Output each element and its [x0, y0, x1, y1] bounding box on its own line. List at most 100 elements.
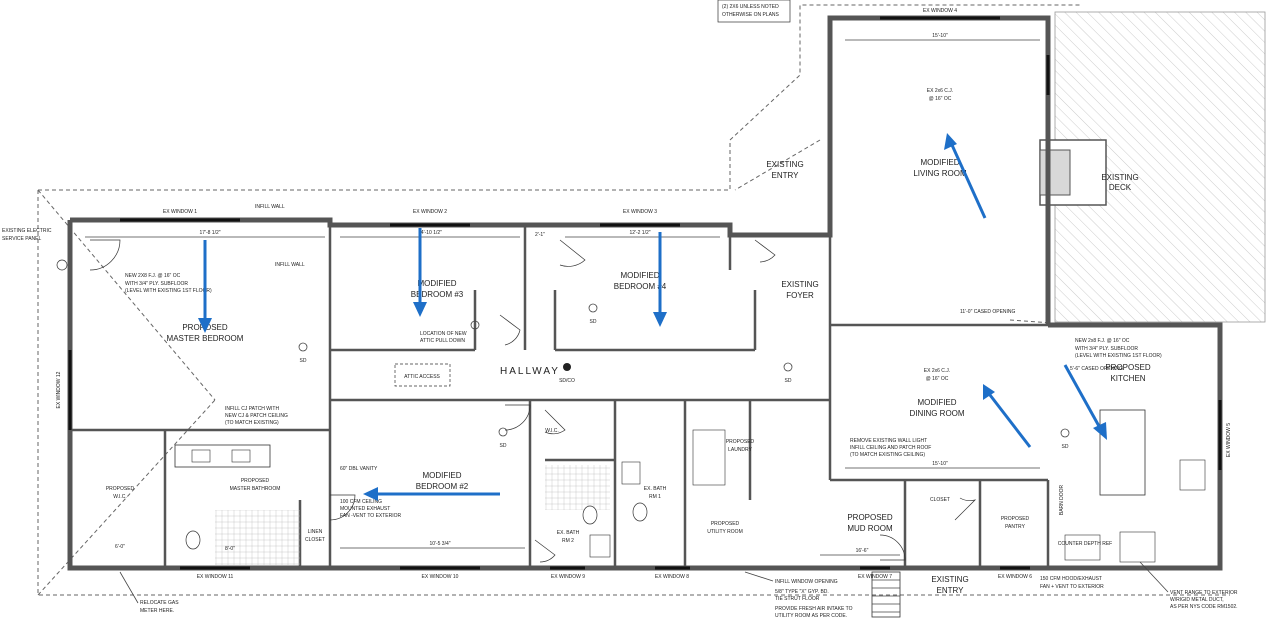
washer-dryer: [692, 429, 726, 486]
label-ex-window-10: EX WINDOW 10: [422, 574, 459, 580]
wic-label-2: W.I.C.: [113, 494, 127, 500]
electric-panel-icon: [56, 259, 68, 271]
kitchen-label-1: PROPOSED: [1105, 363, 1151, 372]
dining-label-1: MODIFIED: [917, 398, 956, 407]
note-line-2: OTHERWISE ON PLANS: [722, 12, 780, 18]
fresh-air-note-2: UTILITY ROOM AS PER CODE.: [775, 613, 847, 619]
ex-bath1-label-1: EX. BATH: [644, 486, 667, 492]
ex-bath2-label-1: EX. BATH: [557, 530, 580, 536]
foyer-label-1: EXISTING: [781, 280, 818, 289]
smoke-detector-icon-2: [470, 320, 480, 330]
label-ex-window-7: EX WINDOW 7: [858, 574, 892, 580]
joist-kitchen-note-3: (LEVEL WITH EXISTING 1ST FLOOR): [1075, 353, 1162, 359]
roof-outline: [37, 4, 1230, 596]
cj-living-note: EX 2x6 C.J.: [927, 88, 953, 94]
joist-kitchen-note-2: WITH 3/4" PLY. SUBFLOOR: [1075, 346, 1138, 352]
label-ex-window-9: EX WINDOW 9: [551, 574, 585, 580]
dim-mud: 16'-6": [856, 548, 869, 554]
linen-closet-label-2: CLOSET: [305, 537, 325, 543]
vanity-note: 60" DBL VANITY: [340, 466, 378, 472]
master-bath-label-2: MASTER BATHROOM: [230, 486, 281, 492]
dim-wic: 6'-0": [115, 544, 125, 550]
arrow-living: [950, 144, 987, 219]
vent-range-note-1: VENT RANGE TO EXTERIOR: [1170, 590, 1238, 596]
infill-patch-note-1: INFILL CJ PATCH WITH: [225, 406, 279, 412]
infill-window-note: INFILL WINDOW OPENING: [775, 579, 838, 585]
living-label-2: LIVING ROOM: [913, 169, 967, 178]
counter-depth-label: COUNTER DEPTH REF: [1058, 541, 1112, 547]
wic-small-label: W.I.C.: [545, 428, 559, 434]
cj-dining-note: EX 2x6 C.J.: [924, 368, 950, 374]
dim-closet: 2'-1": [535, 232, 545, 238]
toilet-icon-3: [632, 502, 648, 522]
label-ex-window-6: EX WINDOW 6: [998, 574, 1032, 580]
attic-access-label: ATTIC ACCESS: [404, 374, 440, 380]
infill-patch-note-3: (TO MATCH EXISTING): [225, 420, 279, 426]
laundry-label-1: PROPOSED: [726, 439, 755, 445]
smoke-detectors: SD SD SD SD SD SD/CO: [298, 303, 1070, 450]
arrowhead-icon-2: [413, 302, 427, 317]
vent-range-note-2: W/RIGID METAL DUCT,: [1170, 597, 1224, 603]
markup-arrows: [198, 133, 1107, 501]
relocate-gas-note-2: METER HERE.: [140, 608, 174, 614]
fixtures: [56, 259, 1206, 563]
label-ex-window-12: EX WINDOW 12: [56, 371, 62, 408]
living-label-1: MODIFIED: [920, 158, 959, 167]
joist-master-note-3: (LEVEL WITH EXISTING 1ST FLOOR): [125, 288, 212, 294]
sd-label-2: SD: [590, 319, 597, 325]
cj-dining-oc: @ 16" OC: [926, 376, 949, 382]
pantry-label-1: PROPOSED: [1001, 516, 1030, 522]
toilet-icon-2: [582, 505, 598, 525]
shower-tile-2: [545, 465, 610, 510]
arrowhead-icon-6: [983, 384, 995, 400]
arrow-kitchen: [1063, 364, 1102, 429]
attic-pull-note-2: ATTIC PULL DOWN: [420, 338, 465, 344]
entry-label-2: ENTRY: [772, 171, 800, 180]
kitchen-island: [1099, 409, 1146, 496]
front-entry-label-1: EXISTING: [931, 575, 968, 584]
hood-note-1: 150 CFM HOOD/EXHAUST: [1040, 576, 1102, 582]
entry-label-1: EXISTING: [766, 160, 803, 169]
dim-bed3: 14'-10 1/2": [418, 230, 442, 236]
arrowhead-icon-4: [363, 487, 378, 501]
dim-bath: 8'-0": [225, 546, 235, 552]
arrowhead-icon-7: [1093, 422, 1107, 440]
bedroom3-label-1: MODIFIED: [417, 279, 456, 288]
linen-closet-label-1: LINEN: [308, 529, 323, 535]
bedroom4-label-1: MODIFIED: [620, 271, 659, 280]
range-icon: [1119, 531, 1156, 563]
dim-bed4: 12'-2 1/2": [629, 230, 650, 236]
ex-bath1-label-2: RM 1: [649, 494, 661, 500]
mud-label-2: MUD ROOM: [847, 524, 893, 533]
arrowhead-icon-3: [653, 312, 667, 327]
dimensions: 15'-10" 15'-10" 16'-6" 17'-8 1/2" 14'-10…: [85, 33, 1040, 556]
dining-label-2: DINING ROOM: [909, 409, 964, 418]
infill-patch-note-2: NEW CJ & PATCH CEILING: [225, 413, 288, 419]
front-entry-stairs: [871, 571, 901, 618]
master-bath-label-1: PROPOSED: [241, 478, 270, 484]
sd-label-5: SD: [1062, 444, 1069, 450]
sd-co-icon: [563, 363, 571, 371]
dim-bed2: 10'-5 3/4": [429, 541, 450, 547]
refrigerator-icon: [1064, 534, 1101, 561]
smoke-detector-icon-4: [783, 362, 793, 372]
gyp-note-1: 5/8" TYPE "X" GYP. BD.: [775, 589, 829, 595]
remove-wall-note-1: REMOVE EXISTING WALL LIGHT: [850, 438, 927, 444]
hallway-label: HALLWAY: [500, 366, 560, 377]
label-ex-window-1: EX WINDOW 1: [163, 209, 197, 215]
smoke-detector-icon-5: [498, 427, 508, 437]
bedroom4-label-2: BEDROOM #4: [614, 282, 667, 291]
foyer-label-2: FOYER: [786, 291, 814, 300]
bedroom2-label-1: MODIFIED: [422, 471, 461, 480]
general-note-box: (2) 2X6 UNLESS NOTED OTHERWISE ON PLANS: [717, 0, 791, 23]
joist-master-note-2: WITH 3/4" PLY. SUBFLOOR: [125, 281, 188, 287]
dim-living: 15'-10": [932, 33, 948, 39]
pantry-label-2: PANTRY: [1005, 524, 1025, 530]
electric-panel-note-1: EXISTING ELECTRIC: [2, 228, 52, 234]
infill-wall-note-2: INFILL WALL: [275, 262, 305, 268]
fresh-air-note-1: PROVIDE FRESH AIR INTAKE TO: [775, 606, 853, 612]
utility-label-1: PROPOSED: [711, 521, 740, 527]
bedroom3-label-2: BEDROOM #3: [411, 290, 464, 299]
dim-dining: 15'-10": [932, 461, 948, 467]
remove-wall-note-3: (TO MATCH EXISTING CEILING): [850, 452, 925, 458]
